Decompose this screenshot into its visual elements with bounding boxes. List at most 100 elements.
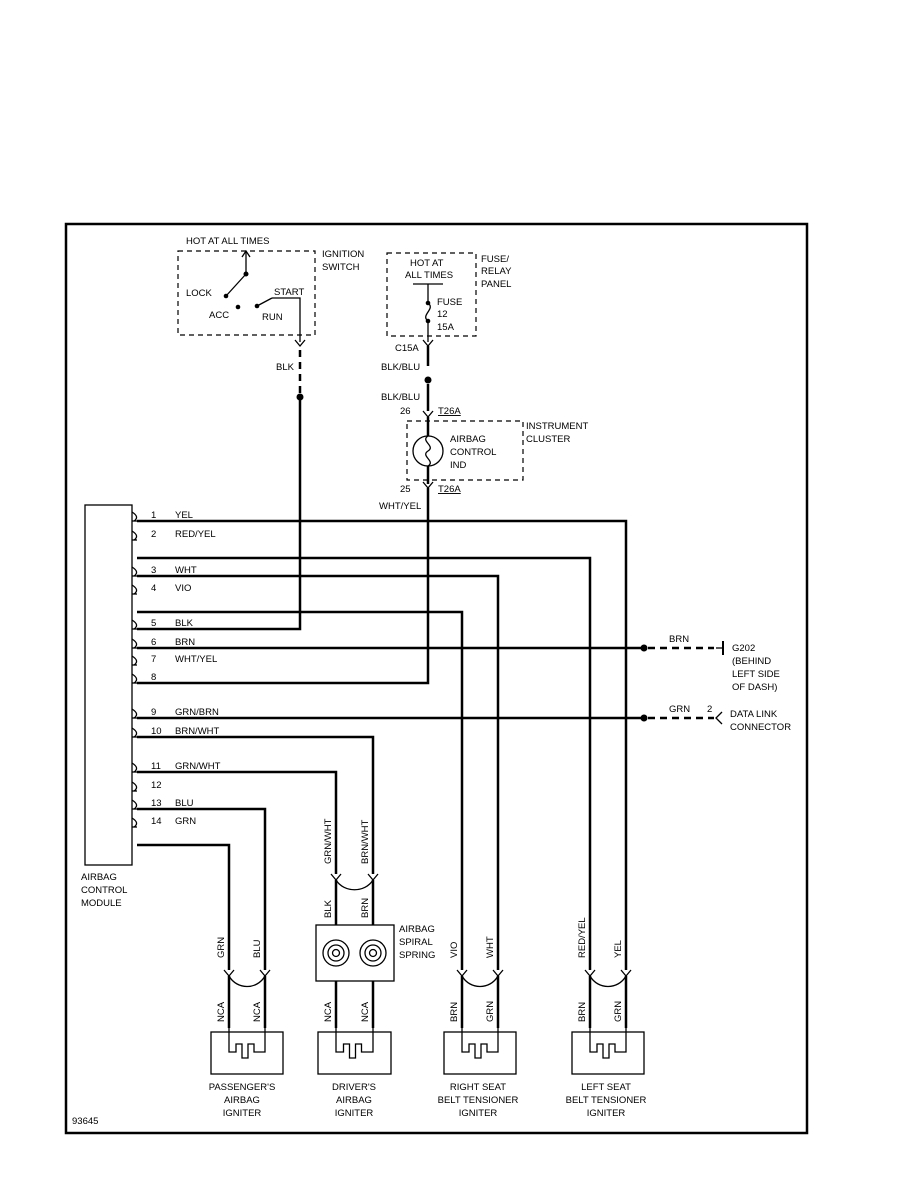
indicator-label-2: CONTROL [450,447,496,458]
module-pin-number: 2 [151,529,156,540]
figure-id: 93645 [72,1116,98,1127]
igniter-bottom-right-label: NCA [252,1001,263,1022]
ground-loc-1: (BEHIND [732,656,771,667]
igniter-name-3: IGNITER [459,1108,498,1119]
igniter-name-3: IGNITER [587,1108,626,1119]
module-pin-terminal [131,584,138,595]
blu-wire-pin13 [137,807,267,970]
spiral-coil-left-inner [327,944,345,962]
fuse-label-2: 12 [437,309,448,320]
spiral-spring-box [315,924,395,982]
module-body [84,504,133,866]
spiral-in-left-connector-icon [330,873,342,882]
igniter-name-1: LEFT SEAT [581,1082,631,1093]
module-pin-number: 4 [151,583,156,594]
igniter-connector-link [461,975,499,988]
cluster-connector-top-icon [422,410,434,419]
igniter-connector-link [589,975,627,988]
igniter-top-left-label: VIO [449,942,460,958]
module-pin-number: 9 [151,707,156,718]
spiral-coil-right-icon [359,939,387,967]
lock-label: LOCK [186,288,213,299]
module-pin-color: BLU [175,798,194,809]
ignition-arrow-icon [241,249,251,258]
module-label-2: CONTROL [81,885,127,896]
igniter-bottom-right-label: GRN [613,1001,624,1022]
module-pin-number: 1 [151,510,156,521]
igniter-element-icon [228,1028,266,1059]
spiral-title-3: SPRING [399,950,435,961]
ignition-connector-icon [294,339,306,348]
module-pin-terminal [131,619,138,630]
igniter-top-left-label: GRN [216,937,227,958]
ground-loc-3: OF DASH) [732,682,777,693]
ground-loc-2: LEFT SIDE [732,669,780,680]
module-pin-color: VIO [175,583,191,594]
ground-g202: BRN G202 (BEHIND LEFT SIDE OF DASH) [640,634,780,693]
airbag-spiral-spring: GRN/WHT BRN/WHT BLK BRN AIRBAG SPIRAL SP… [315,818,435,1028]
module-pin-color: YEL [175,510,193,521]
module-pin-number: 14 [151,816,162,827]
spiral-coil-right-core [368,948,378,958]
brn-wht-wire-pin10 [137,735,375,874]
start-label: START [274,287,304,298]
igniter-bottom-left-label: BRN [577,1002,588,1022]
spiral-title-2: SPIRAL [399,937,433,948]
module-pin-color: BLK [175,618,194,629]
diagram-frame [64,222,809,1135]
instrument-cluster: 26 T26A AIRBAG CONTROL IND INSTRUMENT CL… [137,406,588,685]
module-pin-terminal [131,638,138,649]
ignition-output-wire [272,297,301,342]
igniter-box [571,1031,645,1075]
module-pin-terminal [131,511,138,522]
igniter-top-right-label: WHT [485,936,496,958]
dlc-connector-icon [715,711,723,725]
igniter-bottom-right-label: NCA [360,1001,371,1022]
spiral-coil-left-core [331,948,341,958]
module-pin-terminal [131,655,138,666]
module-pin-color: BRN/WHT [175,726,220,737]
module-label-1: AIRBAG [81,872,117,883]
blk-wire-pin5 [137,397,302,631]
spiral-out-left-label: BLK [323,899,334,918]
module-pin-color: GRN/BRN [175,707,219,718]
igniter-connector-icon [259,969,271,978]
cluster-box [406,420,524,481]
ignition-title-1: IGNITION [322,249,364,260]
igniter-connector-link [228,975,266,988]
fuse-panel-title-2: RELAY [481,266,512,277]
dlc-wire-label: GRN [669,704,690,715]
module-label-3: MODULE [81,898,122,909]
spiral-in-right-connector-icon [367,873,379,882]
module-pin-color: WHT [175,565,197,576]
grn-wht-wire-pin11 [137,770,338,874]
module-pin-terminal [131,566,138,577]
fuse-wire-label-1: BLK/BLU [381,362,420,373]
fuse-panel-box [386,252,477,337]
yel-wire-pin1 [137,519,628,970]
module-pin-number: 11 [151,761,161,772]
spiral-in-left-label: GRN/WHT [323,818,334,864]
igniter-element-icon [589,1028,627,1059]
ignition-hot-label: HOT AT ALL TIMES [186,236,269,247]
c15a-label: C15A [395,343,419,354]
vio-wire-pin4 [137,610,464,970]
igniter-name-1: PASSENGER'S [209,1082,276,1093]
igniter-top-right-label: YEL [613,940,624,958]
run-label: RUN [262,312,283,323]
module-pin-terminal [131,762,138,773]
module-pin-number: 10 [151,726,162,737]
cluster-wire-label: WHT/YEL [379,501,421,512]
lamp-filament [425,435,431,467]
module-pin-number: 6 [151,637,156,648]
ground-splice [640,644,648,652]
module-wires [137,519,641,970]
indicator-label-3: IND [450,460,467,471]
module-pin-terminal [131,708,138,719]
igniter-bottom-left-label: NCA [216,1001,227,1022]
spiral-connector-link [335,879,374,891]
